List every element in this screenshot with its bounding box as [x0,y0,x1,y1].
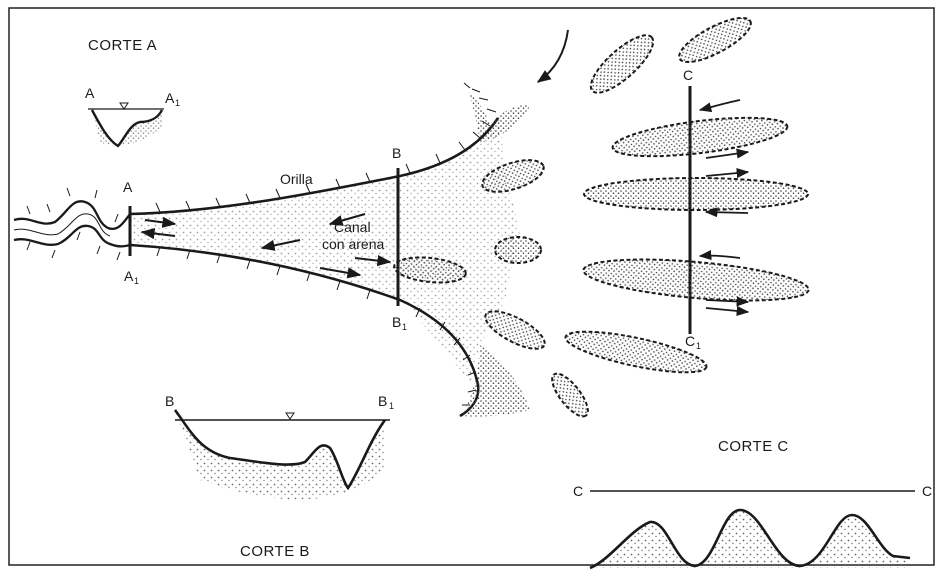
cross-section-a [88,103,164,146]
label-b-section: B [165,393,174,409]
label-c1-map-sub: 1 [696,341,701,351]
label-c-section-left: C [573,483,583,499]
label-b1-section: B [378,393,387,409]
label-b1-section-sub: 1 [389,401,394,411]
cross-section-b [175,410,390,499]
label-a-section: A [85,85,95,101]
label-c1-map: C [685,333,695,349]
label-a1-map-sub: 1 [134,276,139,286]
label-a1-map: A [124,268,134,284]
title-corte-b: CORTE B [240,543,310,560]
label-c-map: C [683,67,693,83]
label-a1-section-sub: 1 [175,98,180,108]
label-orilla: Orilla [280,171,313,187]
label-a1-section: A [165,90,175,106]
channel [14,30,568,417]
label-b1-map: B [392,314,401,330]
label-b1-map-sub: 1 [402,322,407,332]
label-b-map: B [392,145,401,161]
label-c-section-right: C [922,483,932,499]
label-a-map: A [123,179,133,195]
title-corte-a: CORTE A [88,37,157,54]
title-corte-c: CORTE C [718,438,789,455]
label-con-arena: con arena [322,236,384,252]
label-canal: Canal [334,219,371,235]
cross-section-c [590,491,915,568]
